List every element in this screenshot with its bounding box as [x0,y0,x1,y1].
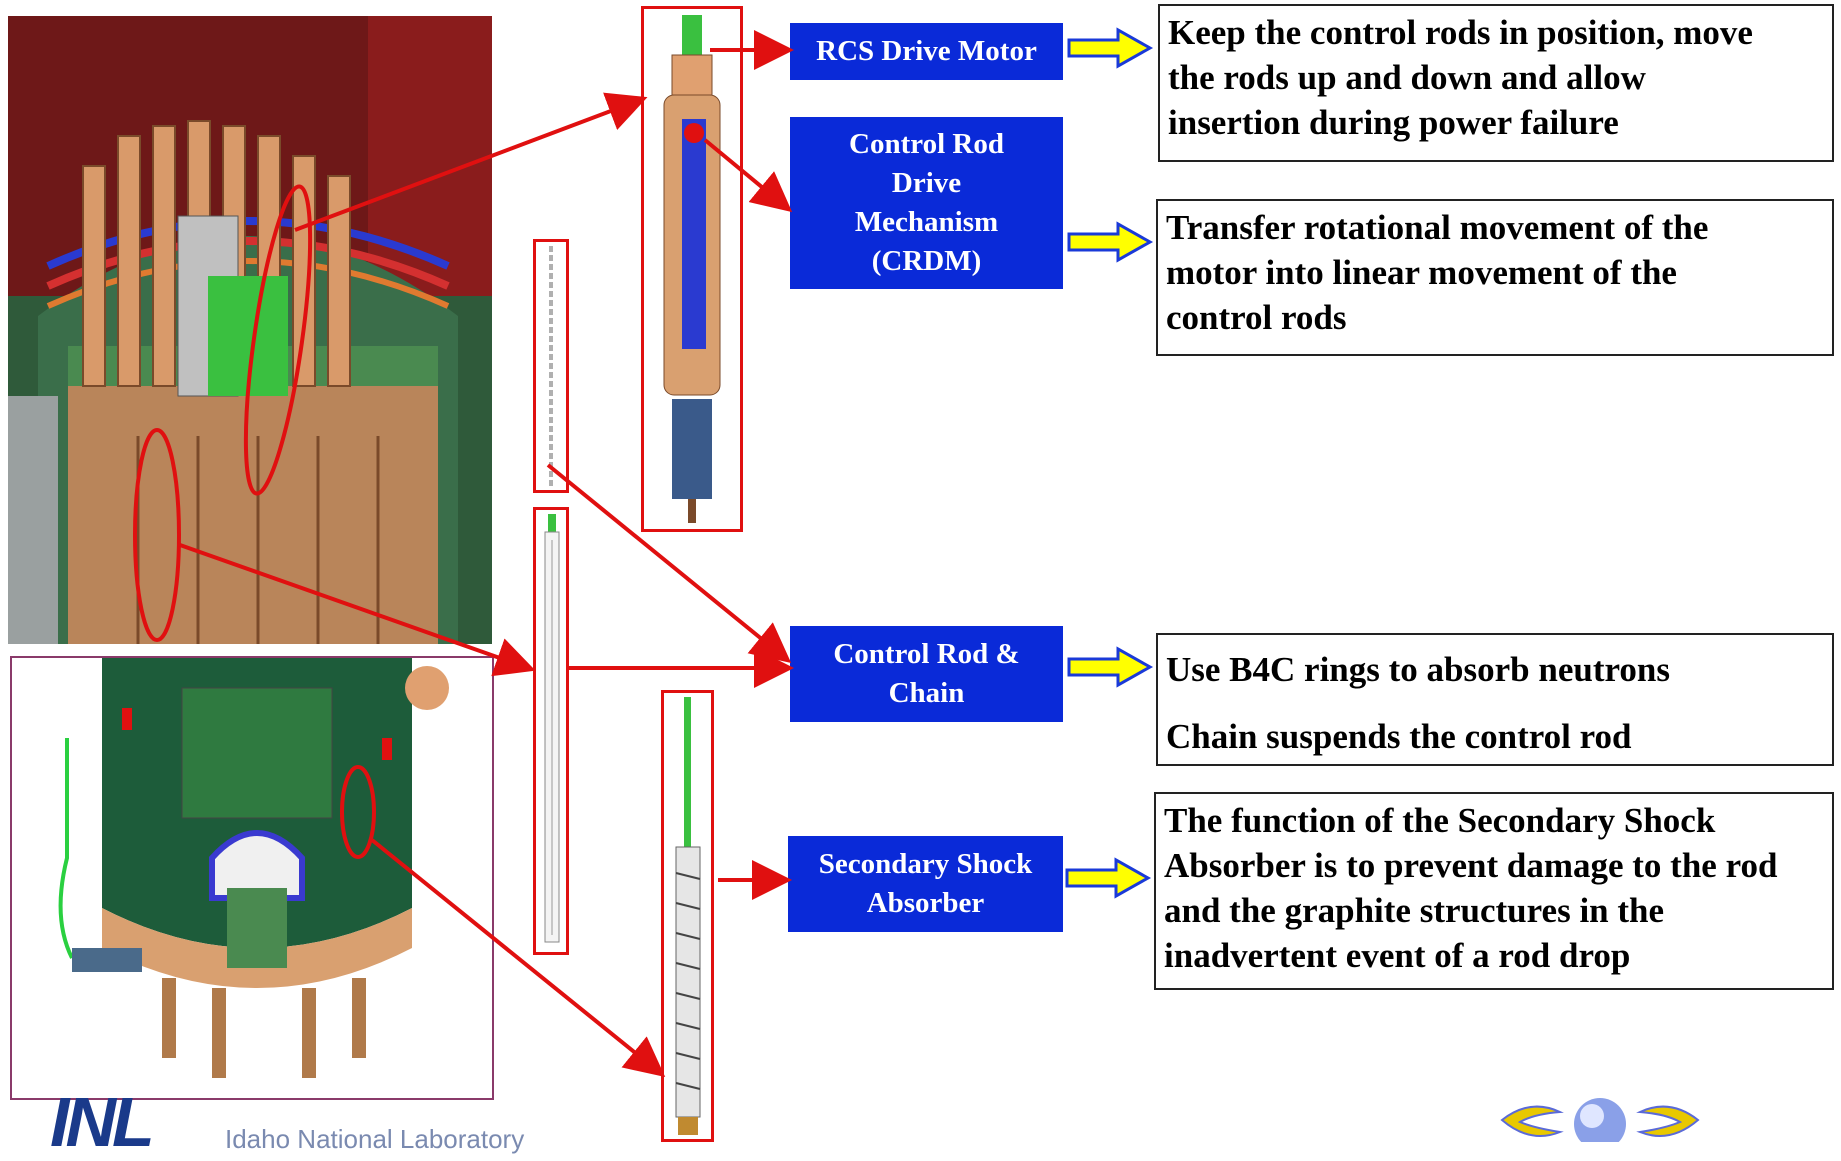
inl-logo-mark: INL [50,1083,155,1161]
description-line: Chain suspends the control rod [1166,717,1632,756]
description-line: and the graphite structures in the [1164,891,1665,930]
label-secondary-shock-absorber: Secondary Shock Absorber [788,836,1063,932]
block-arrow-1 [1067,27,1154,69]
label-crdm-line-3: Mechanism [854,206,999,238]
label-crdm-line-1: Control Rod [849,128,1004,160]
description-line: Use B4C rings to absorb neutrons [1166,650,1670,689]
label-secondary-shock-absorber-line-1: Secondary Shock [818,848,1033,880]
label-rcs-drive-motor-text: RCS Drive Motor [816,35,1037,67]
reactor-upper-cad-image [8,16,492,644]
control-rod-frame [533,507,569,955]
shock-absorber-frame [661,690,714,1142]
label-crdm-line-2: Drive [891,167,962,199]
label-control-rod-chain-line-1: Control Rod & [833,638,1020,670]
chevron-right-icon[interactable] [1636,1105,1700,1137]
reactor-lower-cad-image [10,656,494,1100]
description-rcs-drive-motor: Keep the control rods in position, move … [1158,4,1834,162]
label-crdm: Control Rod Drive Mechanism (CRDM) [790,117,1063,289]
slide-navigation [1490,1092,1710,1150]
block-arrow-2 [1067,221,1154,263]
description-line: inadvertent event of a rod drop [1164,936,1631,975]
label-secondary-shock-absorber-line-2: Absorber [866,887,985,919]
label-control-rod-chain: Control Rod & Chain [790,626,1063,722]
globe-icon[interactable] [1574,1098,1626,1150]
label-control-rod-chain-line-2: Chain [888,677,965,709]
description-line: insertion during power failure [1168,103,1619,142]
block-arrow-3 [1067,646,1154,688]
description-line: control rods [1166,298,1347,337]
label-rcs-drive-motor: RCS Drive Motor [790,23,1063,80]
inl-logo: INL Idaho National Laboratory [50,1083,524,1161]
description-secondary-shock-absorber: The function of the Secondary Shock Abso… [1154,792,1834,990]
description-line: Keep the control rods in position, move [1168,13,1753,52]
inl-logo-name: Idaho National Laboratory [225,1124,525,1154]
description-control-rod-chain: Use B4C rings to absorb neutrons Chain s… [1156,633,1834,766]
description-line: The function of the Secondary Shock [1164,801,1716,840]
description-line: the rods up and down and allow [1168,58,1646,97]
description-line: Transfer rotational movement of the [1166,208,1709,247]
label-crdm-line-4: (CRDM) [871,245,982,277]
chain-frame [533,239,569,493]
description-line: motor into linear movement of the [1166,253,1677,292]
description-crdm: Transfer rotational movement of the moto… [1156,199,1834,356]
block-arrow-4 [1065,857,1152,899]
drive-assembly-frame [641,6,743,532]
description-line: Absorber is to prevent damage to the rod [1164,846,1778,885]
chevron-left-icon[interactable] [1500,1105,1564,1137]
